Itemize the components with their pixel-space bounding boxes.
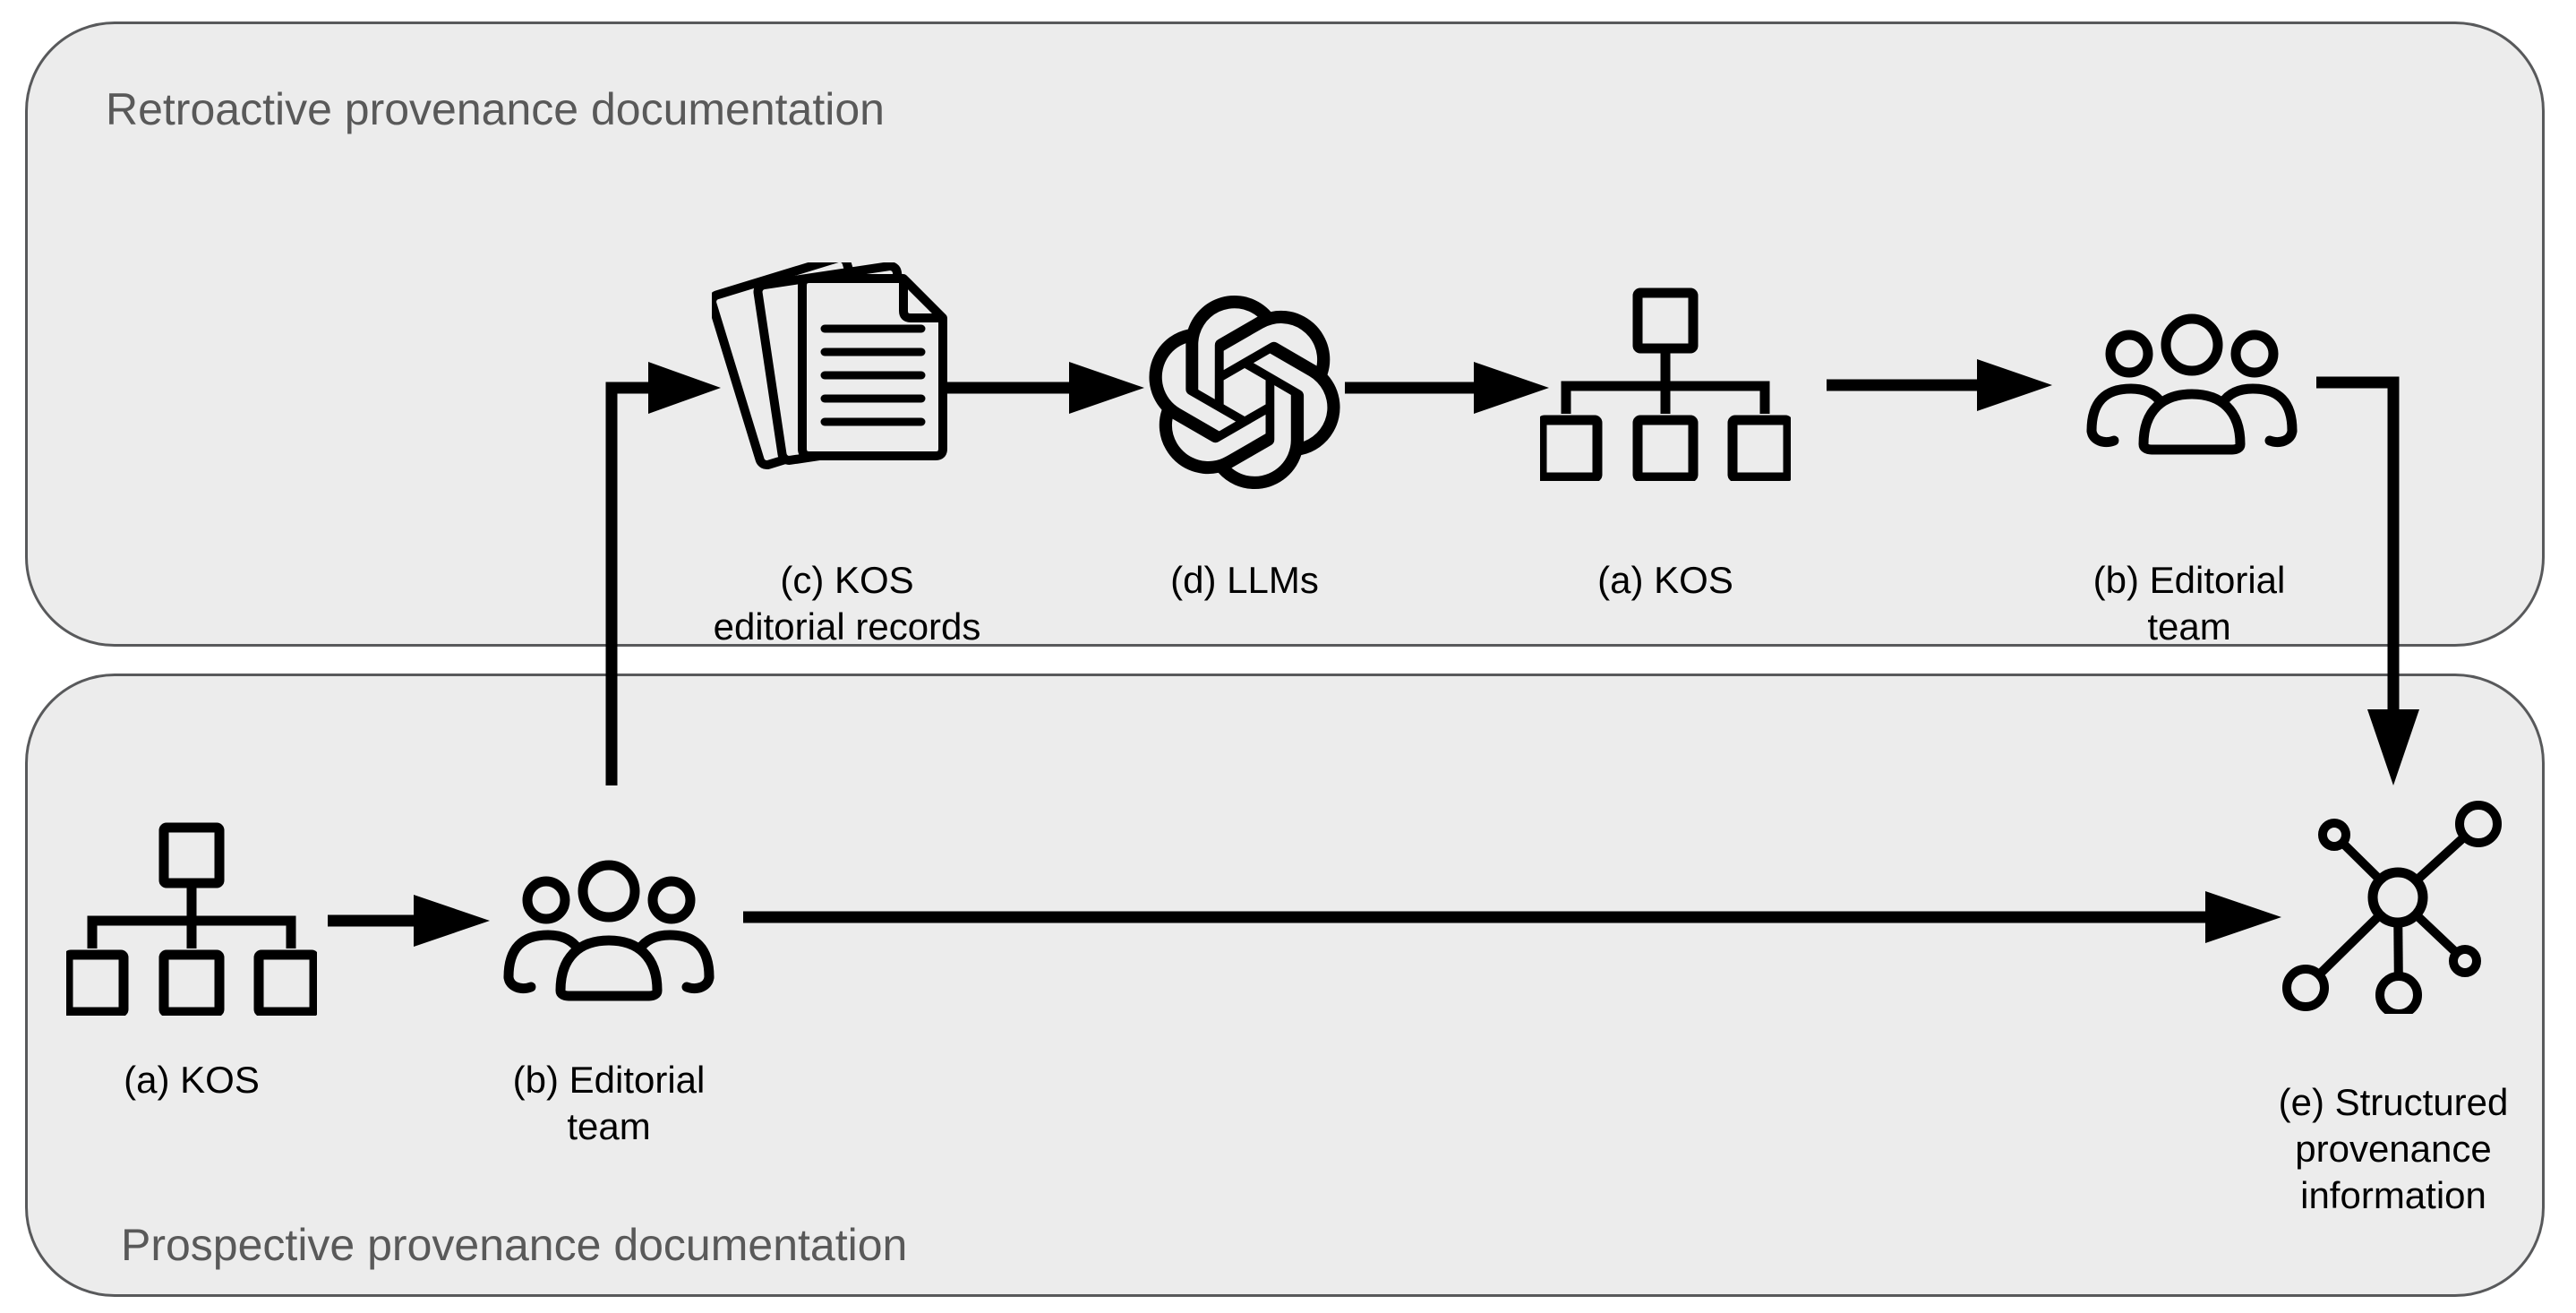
label-kos-editorial-records: (c) KOS editorial records bbox=[713, 559, 981, 648]
documents-icon bbox=[712, 262, 947, 470]
retroactive-panel-title: Retroactive provenance documentation bbox=[106, 84, 885, 134]
arrow-team-to-output-elbow bbox=[2316, 376, 2419, 785]
arrow-team-to-records bbox=[605, 362, 721, 785]
label-llms: (d) LLMs bbox=[1170, 559, 1319, 601]
arrow-kos-to-team bbox=[1827, 359, 2052, 411]
label-editorial-team-bottom: (b) Editorial team bbox=[512, 1059, 706, 1147]
label-kos-top: (a) KOS bbox=[1597, 559, 1733, 601]
hierarchy-icon bbox=[1540, 287, 1791, 481]
label-kos-bottom: (a) KOS bbox=[124, 1059, 260, 1101]
arrow-team-bottom-to-output bbox=[743, 891, 2281, 943]
arrow-records-to-llms bbox=[946, 362, 1144, 414]
label-structured-provenance: (e) Structured provenance information bbox=[2278, 1081, 2509, 1216]
hierarchy-icon bbox=[66, 822, 317, 1016]
people-icon bbox=[2086, 313, 2298, 455]
arrow-kos-bottom-to-team bbox=[328, 895, 490, 947]
people-icon bbox=[503, 860, 715, 1001]
network-icon bbox=[2282, 801, 2502, 1014]
label-editorial-team-top: (b) Editorial team bbox=[2092, 559, 2286, 648]
openai-icon bbox=[1149, 296, 1340, 490]
panel-prospective-provenance bbox=[25, 674, 2545, 1297]
prospective-panel-title: Prospective provenance documentation bbox=[121, 1220, 908, 1270]
arrow-llms-to-kos bbox=[1345, 362, 1549, 414]
